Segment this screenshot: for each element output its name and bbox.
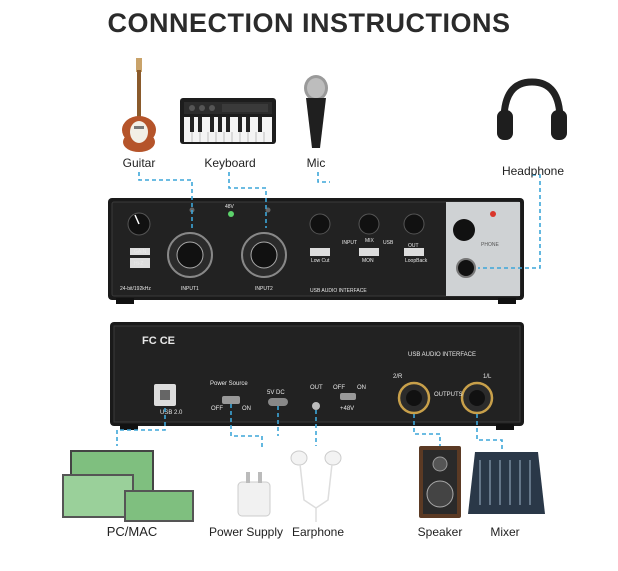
page-title: CONNECTION INSTRUCTIONS — [107, 8, 511, 38]
power-off-label: OFF — [211, 406, 223, 412]
rear-out-label: OUT — [310, 385, 323, 391]
phantom-on-label: ON — [357, 385, 366, 391]
gain-label: GAIN — [134, 249, 147, 255]
earphone-icon — [290, 450, 342, 522]
mixer-icon — [468, 452, 545, 514]
input1-label: INPUT1 — [181, 286, 199, 292]
out-front-label: OUT — [408, 243, 419, 249]
input-mix-label: INPUT — [342, 240, 357, 246]
usb-mix-label: USB — [383, 240, 394, 246]
pc-label: PC/MAC — [106, 524, 158, 539]
input2-label: INPUT2 — [255, 286, 273, 292]
output-l-label: 1/L — [483, 374, 492, 380]
guitar-icon — [122, 58, 156, 152]
lowcut-label: Low Cut — [311, 258, 330, 264]
v48-label: +48V — [340, 406, 354, 412]
microphone-icon — [304, 75, 328, 148]
mic-label: Mic — [306, 156, 326, 170]
spec-label: 24-bit/192kHz — [120, 286, 151, 292]
hiz-label: Hi-Z — [134, 261, 143, 267]
front-usb-title: USB AUDIO INTERFACE — [310, 288, 367, 294]
keyboard-label: Keyboard — [204, 156, 256, 170]
usb2-label: USB 2.0 — [160, 410, 183, 416]
earphone-label: Earphone — [291, 525, 345, 539]
rear-title: USB AUDIO INTERFACE — [408, 352, 476, 358]
power-supply-label: Power Supply — [208, 525, 284, 539]
audio-interface-rear — [110, 322, 524, 430]
keyboard-icon — [180, 98, 276, 144]
headphone-icon — [497, 78, 567, 140]
power-source-label: Power Source — [210, 381, 248, 387]
power-on-label: ON — [242, 406, 251, 412]
computer-icon — [62, 450, 194, 522]
mixer-label: Mixer — [490, 525, 520, 539]
power-adapter-icon — [237, 472, 271, 517]
headphone-label: Headphone — [501, 164, 565, 178]
phantom-label: 48V — [225, 204, 235, 210]
mix-label: MIX — [365, 238, 375, 244]
connection-cables — [116, 172, 541, 450]
speaker-label: Speaker — [417, 525, 463, 539]
output-r-label: 2/R — [393, 374, 403, 380]
loopback-label: LoopBack — [405, 258, 428, 264]
speaker-icon — [419, 446, 461, 518]
cert-marks: FC CE — [142, 335, 175, 347]
phone-label: PHONE — [481, 242, 499, 248]
phantom-off-label: OFF — [333, 385, 345, 391]
outputs-label: OUTPUTS — [434, 392, 463, 398]
mon-label: MON — [362, 258, 374, 264]
dc5v-label: 5V DC — [267, 390, 285, 396]
guitar-label: Guitar — [122, 156, 156, 170]
audio-interface-front — [108, 198, 524, 304]
